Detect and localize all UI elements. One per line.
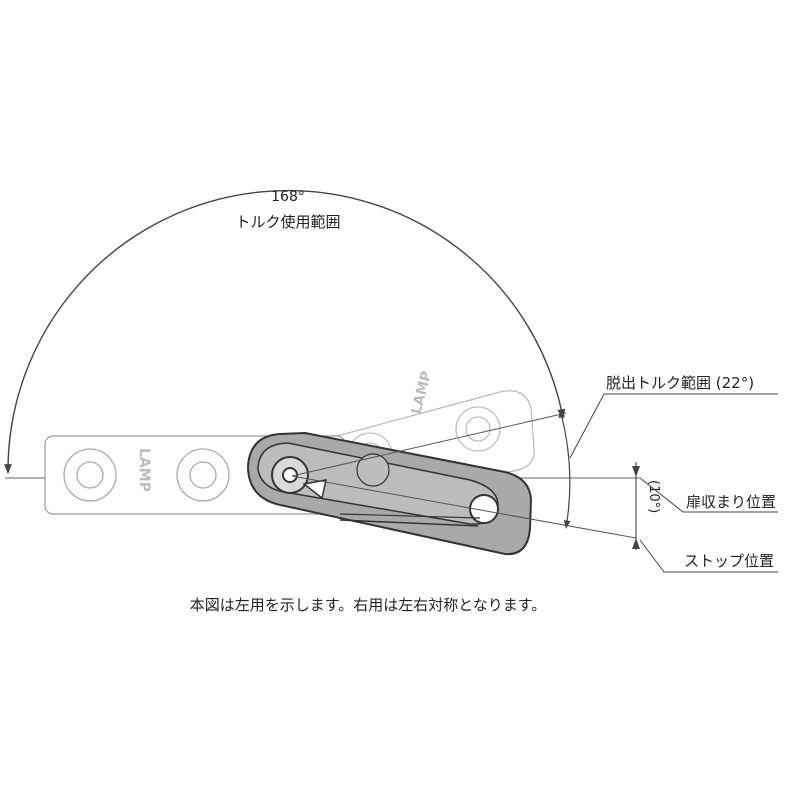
release-range-arc: [558, 409, 571, 529]
stop-position-label: ストップ位置: [684, 552, 774, 570]
door-closed-leader: [639, 477, 778, 513]
torque-range-arc: [4, 189, 566, 474]
door-closed-label: 扉収まり位置: [686, 493, 776, 511]
stop-position-leader: [639, 539, 778, 573]
open-limit-line: [291, 412, 567, 477]
release-range-label: 脱出トルク範囲 (22°): [606, 374, 754, 392]
caption: 本図は左用を示します。右用は左右対称となります。: [190, 596, 547, 614]
angle-small-label: (10°): [646, 480, 661, 513]
angle-total-label: 168°: [271, 189, 305, 205]
logo-tilted: LAMP: [408, 369, 435, 416]
release-range-leader: [569, 393, 778, 459]
torque-range-label: トルク使用範囲: [235, 213, 340, 231]
logo-base: LAMP: [136, 448, 152, 492]
stop-position-line: [291, 475, 637, 539]
